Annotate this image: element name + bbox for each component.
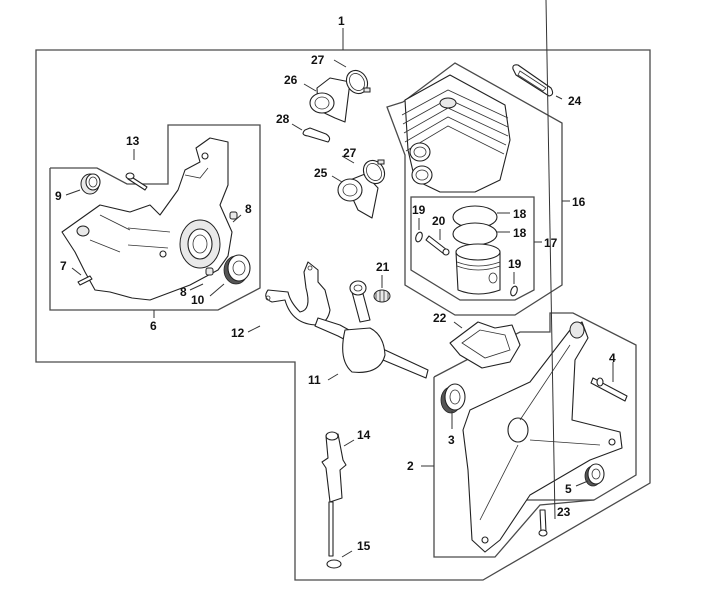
callout-17[interactable]: 17 <box>544 236 558 250</box>
callout-6[interactable]: 6 <box>150 319 157 333</box>
callout-18-upper[interactable]: 18 <box>513 207 527 221</box>
piston-group-frame <box>410 196 535 301</box>
callout-4[interactable]: 4 <box>609 351 616 365</box>
callout-20[interactable]: 20 <box>432 214 446 228</box>
crankcase-group-frame <box>49 124 261 311</box>
cylinder-drawing[interactable] <box>401 74 511 193</box>
intake-manifold-25-drawing[interactable] <box>337 173 379 219</box>
stud-7-drawing[interactable] <box>77 275 93 286</box>
fuel-pickup-14-drawing[interactable] <box>321 431 347 557</box>
callout-27-lower[interactable]: 27 <box>343 146 357 160</box>
callout-labels: 1 2 3 4 5 6 7 8 8 9 10 11 12 13 14 15 16… <box>55 14 616 553</box>
clutch-crankcase-frame-main <box>433 377 595 558</box>
crankcase-half-fan-side-drawing[interactable] <box>61 137 233 301</box>
screw-13-drawing[interactable] <box>125 172 148 191</box>
hose-clamp-27-upper-drawing[interactable] <box>342 67 371 98</box>
crankcase-half-clutch-side-drawing[interactable] <box>462 321 623 553</box>
callout-2[interactable]: 2 <box>407 459 414 473</box>
callout-8-lower[interactable]: 8 <box>180 285 187 299</box>
callout-27-upper[interactable]: 27 <box>311 53 325 67</box>
plug-15-drawing[interactable] <box>326 559 342 569</box>
cylinder-gasket-22-drawing[interactable] <box>449 321 521 369</box>
intake-manifold-26-drawing[interactable] <box>309 77 351 123</box>
piston-ring-18-lower-drawing[interactable] <box>452 222 498 246</box>
cylinder-group-frame <box>386 62 563 316</box>
callout-25[interactable]: 25 <box>314 166 328 180</box>
leader-lines <box>65 0 614 558</box>
ball-bearing-10-drawing[interactable] <box>223 254 251 285</box>
callout-10[interactable]: 10 <box>191 293 205 307</box>
needle-cage-21-drawing[interactable] <box>373 289 391 303</box>
assembly-frame-outline <box>35 49 651 581</box>
callout-22[interactable]: 22 <box>433 311 447 325</box>
callout-1[interactable]: 1 <box>338 14 345 28</box>
exhaust-gasket-24-drawing[interactable] <box>512 64 554 97</box>
callout-23[interactable]: 23 <box>557 505 571 519</box>
oil-seal-5-drawing[interactable] <box>584 463 605 487</box>
stud-4-drawing[interactable] <box>590 377 628 402</box>
crankshaft-11-drawing[interactable] <box>314 280 429 379</box>
callout-18-lower[interactable]: 18 <box>513 226 527 240</box>
sleeve-8-lower-drawing[interactable] <box>205 267 214 276</box>
callout-19-left[interactable]: 19 <box>412 203 426 217</box>
callout-5[interactable]: 5 <box>565 482 572 496</box>
hose-clamp-27-lower-drawing[interactable] <box>359 157 388 188</box>
callout-7[interactable]: 7 <box>60 259 67 273</box>
callout-19-right[interactable]: 19 <box>508 257 522 271</box>
clip-28-drawing[interactable] <box>302 127 331 143</box>
callout-11[interactable]: 11 <box>308 373 321 387</box>
callout-15[interactable]: 15 <box>357 539 371 553</box>
oil-seal-9-drawing[interactable] <box>80 173 101 195</box>
callout-14[interactable]: 14 <box>357 428 371 442</box>
callout-13[interactable]: 13 <box>126 134 140 148</box>
callout-26[interactable]: 26 <box>284 73 298 87</box>
piston-drawing[interactable] <box>455 243 501 295</box>
gasket-12-drawing[interactable] <box>265 261 331 326</box>
callout-21[interactable]: 21 <box>376 260 390 274</box>
screw-23-drawing[interactable] <box>538 509 548 537</box>
snap-ring-19-left-drawing[interactable] <box>414 231 423 243</box>
callout-12[interactable]: 12 <box>231 326 245 340</box>
callout-3[interactable]: 3 <box>448 433 455 447</box>
callout-9[interactable]: 9 <box>55 189 62 203</box>
callout-8-upper[interactable]: 8 <box>245 202 252 216</box>
ball-bearing-3-drawing[interactable] <box>440 383 466 414</box>
snap-ring-19-right-drawing[interactable] <box>509 285 518 297</box>
sleeve-8-upper-drawing[interactable] <box>229 211 238 220</box>
callout-24[interactable]: 24 <box>568 94 582 108</box>
callout-28[interactable]: 28 <box>276 112 290 126</box>
callout-16[interactable]: 16 <box>572 195 586 209</box>
piston-pin-20-drawing[interactable] <box>425 235 450 256</box>
